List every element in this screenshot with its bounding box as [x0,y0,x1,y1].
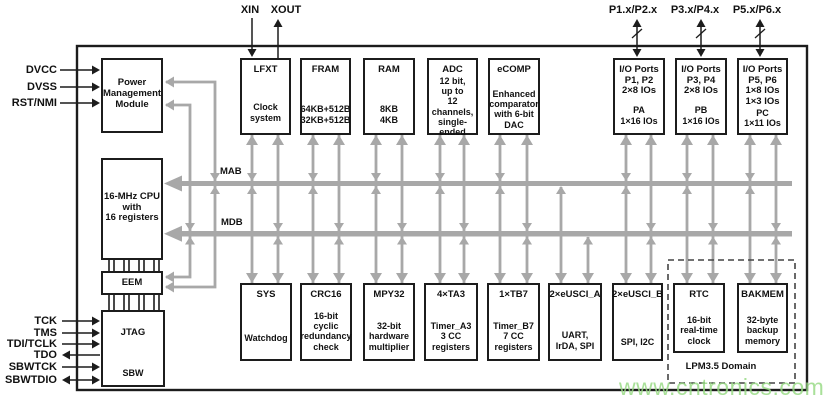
block-body: 16-bit cyclic redundancy check [300,310,352,352]
pin-label-sbwtck: SBWTCK [8,361,57,373]
block-title: LFXT [253,64,278,75]
block-title: SYS [256,289,276,300]
block-cpu: 16-MHz CPU with 16 registers [101,158,163,260]
block-fram: FRAM 64KB+512B 32KB+512B [300,58,351,135]
block-power-management: Power Management Module [101,58,163,133]
pin-label-sbwtdio: SBWTDIO [5,374,57,386]
block-adc: ADC 12 bit, up to 12 channels, single-en… [427,58,478,138]
pin-label-dvcc: DVCC [25,64,57,76]
block-eusci-a: 2×eUSCI_A UART, IrDA, SPI [548,283,602,361]
block-title: MPY32 [373,289,405,300]
watermark: www.cntronics.com [619,374,823,400]
block-body: 64KB+512B 32KB+512B [300,104,351,125]
block-body: Watchdog [244,332,288,343]
block-body: EEM [121,276,143,288]
pin-label-dvss: DVSS [27,81,57,93]
block-bakmem: BAKMEM 32-byte backup memory [737,283,788,353]
block-body: 8KB 4KB [379,104,398,125]
block-body: Enhanced comparator with 6-bit DAC [489,88,539,130]
block-io-ports-p1-p2: I/O Ports P1, P2 2×8 IOs PA 1×16 IOs [613,58,665,135]
block-io-ports-p5-p6: I/O Ports P5, P6 1×8 IOs 1×3 IOs PC 1×11… [737,58,788,135]
block-title: ADC [442,64,463,75]
block-eusci-b: 2×eUSCI_B SPI, I2C [612,283,663,361]
block-body: UART, IrDA, SPI [555,330,595,351]
pin-label-tdi-tclk: TDI/TCLK [6,338,57,350]
block-body: 16-MHz CPU with 16 registers [104,190,160,224]
block-timer-a3: 4×TA3 Timer_A3 3 CC registers [424,283,478,361]
block-ecomp: eCOMP Enhanced comparator with 6-bit DAC [488,58,540,135]
block-timer-b7: 1×TB7 Timer_B7 7 CC registers [487,283,540,361]
pin-label-p1p2: P1.x/P2.x [608,4,658,16]
block-ram: RAM 8KB 4KB [363,58,415,135]
block-body: 32-bit hardware multiplier [368,320,410,352]
block-title: eCOMP [497,64,531,75]
pin-label-xout: XOUT [270,4,302,16]
block-title: FRAM [311,64,340,75]
block-body: SBW [122,367,144,378]
block-body: Timer_B7 7 CC registers [493,320,534,352]
pin-label-tdo: TDO [33,349,57,361]
block-body: Timer_A3 3 CC registers [430,320,472,352]
block-body: PA 1×16 IOs [620,105,658,126]
block-io-ports-p3-p4: I/O Ports P3, P4 2×8 IOs PB 1×16 IOs [675,58,727,135]
block-sys-watchdog: SYS Watchdog [240,283,292,361]
block-title: I/O Ports P5, P6 1×8 IOs 1×3 IOs [742,64,783,107]
block-crc16: CRC16 16-bit cyclic redundancy check [300,283,352,361]
block-title: 2×eUSCI_A [549,289,601,300]
block-body: 32-byte backup memory [744,314,780,346]
block-body: Clock system [249,102,282,123]
block-title: 1×TB7 [499,289,528,300]
block-rtc: RTC 16-bit real-time clock [673,283,725,353]
pin-label-tck: TCK [34,315,57,327]
block-jtag-sbw: JTAG SBW [101,310,165,387]
bus-label-mdb: MDB [221,217,243,228]
block-eem: EEM [101,271,163,295]
block-title: RAM [378,64,400,75]
block-body: 16-bit real-time clock [680,314,718,346]
pin-label-tms: TMS [33,327,57,339]
block-body: PC 1×11 IOs [744,107,781,128]
block-title: I/O Ports P1, P2 2×8 IOs [619,64,659,97]
block-title: 4×TA3 [436,289,466,300]
block-mpy32: MPY32 32-bit hardware multiplier [363,283,415,361]
block-body: PB 1×16 IOs [682,105,720,126]
pin-label-rst-nmi: RST/NMI [11,97,57,109]
block-title: 2×eUSCI_B [612,289,663,300]
block-lfxt-clock: LFXT Clock system [240,58,291,135]
block-body: 12 bit, up to 12 channels, single-ended [431,75,474,138]
bus-label-mab: MAB [220,166,242,177]
block-title: I/O Ports P3, P4 2×8 IOs [681,64,721,97]
block-body: Power Management Module [102,77,162,110]
pin-label-p3p4: P3.x/P4.x [670,4,720,16]
pin-label-p5p6: P5.x/P6.x [732,4,782,16]
block-title: RTC [689,289,709,300]
block-body: SPI, I2C [620,336,655,347]
block-title: JTAG [120,327,146,338]
block-title: BAKMEM [741,289,784,300]
lpm-domain-label: LPM3.5 Domain [685,361,757,372]
pin-label-xin: XIN [240,4,260,16]
block-title: CRC16 [310,289,342,300]
